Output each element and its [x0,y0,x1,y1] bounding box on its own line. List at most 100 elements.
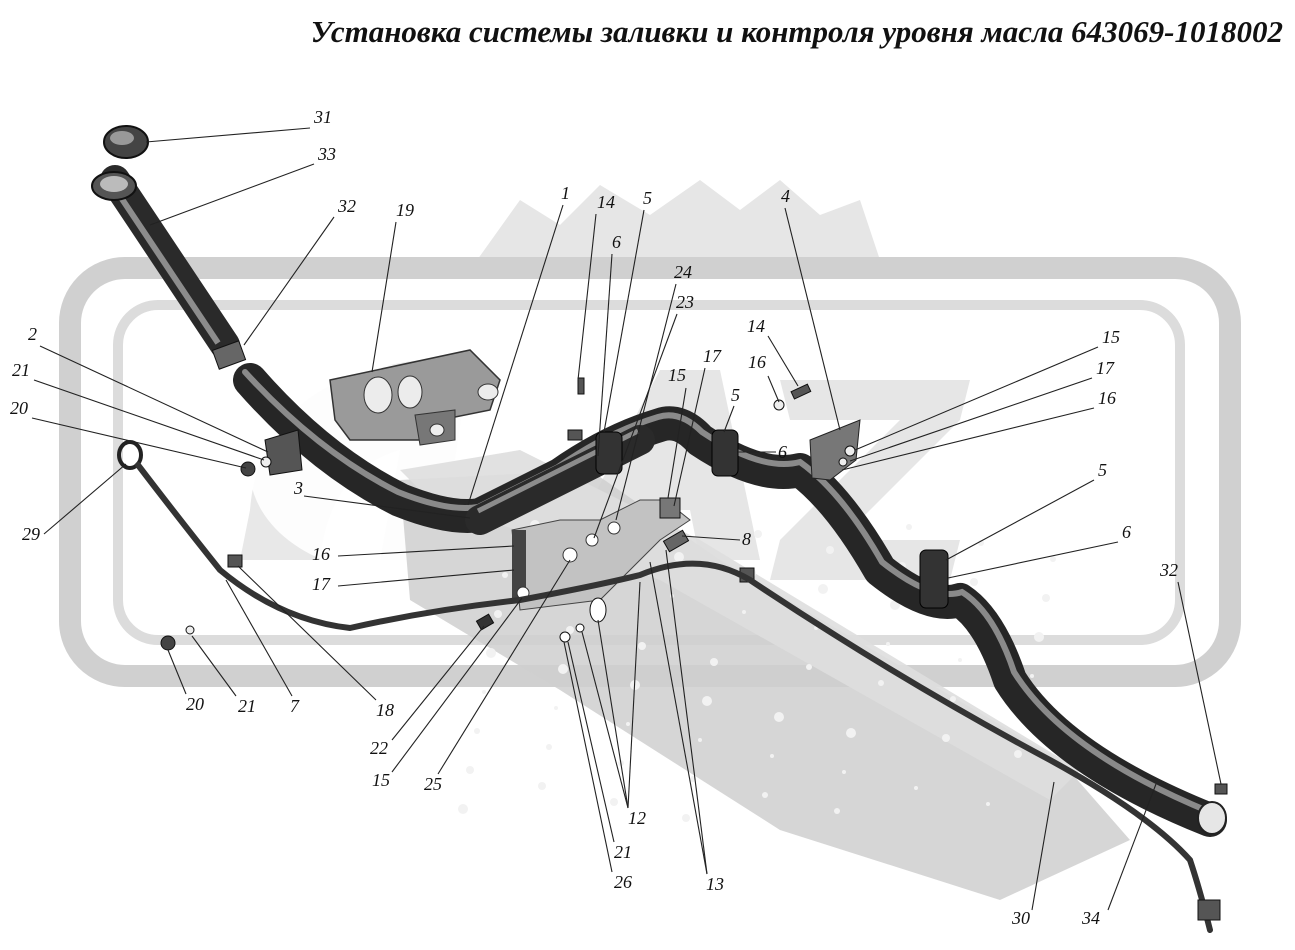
leader-line-c-22 [391,625,485,741]
callout-c-16c: 16 [312,544,330,564]
frame-hole [742,610,746,614]
leader-line-c-5c [945,479,1095,561]
frame-hole [494,610,502,618]
frame-hole [1042,594,1050,602]
filler-tube-33 [91,165,240,360]
frame-hole [754,530,762,538]
callout-c-29: 29 [22,524,40,544]
leader-line-c-25 [437,559,571,775]
callout-c-5c: 5 [1098,460,1107,480]
callout-c-33: 33 [317,144,336,164]
callout-c-8: 8 [742,529,751,549]
leader-line-c-5a [603,209,645,433]
frame-hole [958,658,962,662]
frame-hole [698,738,702,742]
clamp-5a [595,431,623,475]
callout-c-21c: 21 [614,842,632,862]
frame-hole [674,552,684,562]
frame-hole [942,734,950,742]
leader-line-c-5b [723,405,735,433]
page-title: Установка системы заливки и контроля уро… [310,14,1283,49]
leader-line-c-16a [767,375,780,403]
frame-hole [818,584,828,594]
callout-c-21b: 21 [238,696,256,716]
frame-hole [474,728,480,734]
callout-c-14b: 14 [747,316,765,336]
callout-c-2: 2 [28,324,37,344]
leader-line-c-34 [1107,783,1157,911]
leader-line-c-13-2 [649,561,708,875]
leader-line-c-12-3 [627,581,641,809]
leader-line-c-12-2 [597,619,629,809]
frame-hole [774,712,784,722]
frame-hole [466,766,474,774]
leader-line-c-14a [577,213,597,381]
frame-hole [546,744,552,750]
leader-line-c-33 [149,163,315,226]
leader-line-c-16b [841,407,1095,471]
callout-c-19: 19 [396,200,414,220]
leader-line-c-21a [33,379,265,461]
leader-line-c-2 [39,345,269,453]
callout-c-22: 22 [370,738,388,758]
frame-hole [886,642,890,646]
frame-hole [558,664,568,674]
frame-hole [538,782,546,790]
leader-line-c-15c [391,597,523,773]
callout-c-34: 34 [1081,908,1100,928]
leader-line-c-14b [767,335,799,387]
leader-line-c-6c [947,541,1119,579]
clamp-5b [711,429,739,477]
callout-c-20a: 20 [10,398,28,418]
callout-c-5a: 5 [643,188,652,208]
callout-c-30: 30 [1011,908,1030,928]
frame-hole [986,802,990,806]
leader-line-c-18 [237,565,377,701]
callout-c-15c: 15 [372,770,390,790]
frame-hole [554,706,558,710]
leader-line-c-17b [849,377,1093,462]
callout-c-16a: 16 [748,352,766,372]
leader-line-c-20a [31,417,247,469]
callout-c-23: 23 [676,292,694,312]
leader-line-c-17c [337,569,515,587]
leader-line-c-24 [615,283,677,521]
callout-c-17b: 17 [1096,358,1115,378]
callout-c-14a: 14 [597,192,615,212]
frame-hole [846,728,856,738]
callout-c-6b: 6 [778,442,787,462]
frame-hole [1014,750,1022,758]
frame-hole [682,814,690,822]
callout-c-25: 25 [424,774,442,794]
clamp-32-top [211,340,247,370]
leader-line-c-1 [467,204,564,506]
cap-31 [103,125,149,159]
frame-hole [1030,674,1034,678]
frame-hole [878,680,884,686]
leader-line-c-23 [593,313,678,539]
callout-c-12: 12 [628,808,646,828]
callout-c-15a: 15 [668,365,686,385]
callout-c-20b: 20 [186,694,204,714]
leader-line-c-21b [191,635,237,697]
leader-line-c-32b [1177,581,1222,785]
watermark-gear [470,180,880,270]
frame-hole [1034,632,1044,642]
watermark-letter-z [770,380,970,580]
callout-c-6c: 6 [1122,522,1131,542]
callout-c-16b: 16 [1098,388,1116,408]
leader-line-c-15b [854,346,1099,451]
callout-c-31: 31 [313,107,332,127]
frame-hole [834,808,840,814]
callout-c-17a: 17 [703,346,722,366]
callout-c-17c: 17 [312,574,331,594]
leader-line-c-4 [784,207,841,431]
frame-hole [626,722,630,726]
callout-c-24: 24 [674,262,692,282]
frame-hole [710,658,718,666]
frame-hole [826,546,834,554]
frame-hole [906,524,912,530]
bracket-19 [329,349,501,446]
callout-c-1: 1 [561,183,570,203]
